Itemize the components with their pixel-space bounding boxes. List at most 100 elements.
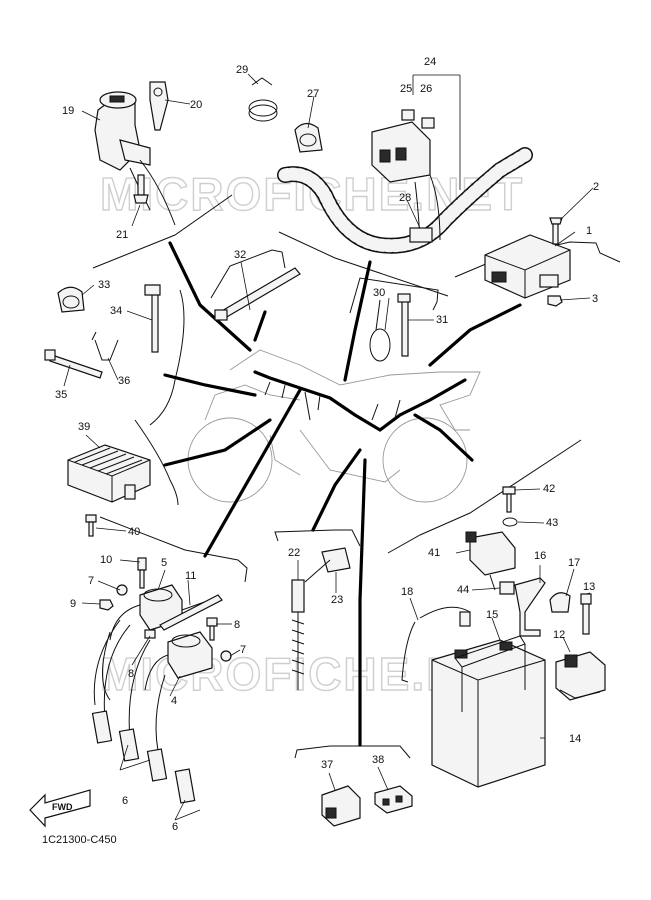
label-part-4: 4 [171, 695, 177, 707]
fuse-box [371, 121, 431, 183]
label-part-28: 28 [399, 192, 411, 204]
cable-tie-30 [369, 299, 391, 362]
clamp-27 [294, 122, 323, 153]
label-part-21: 21 [116, 229, 128, 241]
spark-plug-leads [93, 619, 166, 761]
frame-bracket-group [149, 289, 185, 426]
part-labels: 1 2 3 4 5 6 6 7 7 8 8 9 10 11 12 13 14 1… [55, 56, 599, 833]
label-part-20: 20 [190, 99, 202, 111]
frame-tie-group [349, 277, 439, 314]
label-part-31: 31 [436, 314, 448, 326]
relay-37 [321, 785, 361, 827]
band-34 [144, 284, 161, 353]
frame-coil-group [99, 516, 248, 583]
bolt-21 [133, 174, 149, 204]
label-part-26: 26 [420, 83, 432, 95]
label-part-30: 30 [373, 287, 385, 299]
plug-cap [91, 710, 196, 804]
label-part-7b: 7 [240, 644, 246, 656]
label-part-36: 36 [118, 375, 130, 387]
label-part-44: 44 [457, 584, 469, 596]
ignition-coil-4 [144, 631, 213, 691]
label-part-32: 32 [234, 249, 246, 261]
battery-lead-18 [401, 606, 471, 683]
label-part-11: 11 [185, 570, 196, 582]
forward-arrow-icon: FWD [29, 789, 91, 828]
frame-switch-group [274, 529, 361, 547]
label-part-19: 19 [62, 105, 74, 117]
band-31 [397, 293, 411, 357]
label-part-24: 24 [424, 56, 436, 68]
frame-clamp-group [210, 249, 286, 299]
label-part-23: 23 [331, 594, 343, 606]
screw-2 [549, 217, 563, 245]
label-part-10: 10 [100, 554, 112, 566]
rectifier-regulator [67, 444, 151, 503]
label-part-6b: 6 [172, 821, 178, 833]
label-part-1: 1 [586, 225, 592, 237]
battery-14 [431, 639, 546, 788]
bolt-8a [206, 617, 218, 641]
bracket-23 [304, 547, 351, 583]
label-part-25: 25 [400, 83, 412, 95]
label-part-37: 37 [321, 759, 333, 771]
clip-29 [248, 77, 278, 122]
label-part-6a: 6 [122, 795, 128, 807]
label-part-7a: 7 [88, 575, 94, 587]
collar-7b [220, 650, 232, 662]
label-part-13: 13 [583, 581, 595, 593]
frame-battery-group [387, 439, 582, 554]
label-part-34: 34 [110, 305, 122, 317]
holder-36 [91, 331, 119, 361]
bolt-8b [144, 629, 156, 639]
relay-38 [374, 785, 413, 814]
frame-rectifier-group [134, 419, 179, 506]
collar-7a [116, 584, 128, 596]
label-part-14: 14 [569, 733, 581, 745]
label-part-18: 18 [401, 586, 413, 598]
label-part-27: 27 [307, 88, 319, 100]
label-part-38: 38 [372, 754, 384, 766]
main-wire-harness [253, 370, 467, 432]
band-16 [514, 577, 546, 637]
label-part-3: 3 [592, 293, 598, 305]
clip-28 [409, 227, 433, 243]
nut-9 [99, 599, 114, 611]
fuse-25 [401, 109, 415, 121]
nut-44 [499, 581, 515, 595]
bolt-40 [85, 514, 97, 537]
label-part-8b: 8 [128, 668, 134, 680]
label-part-15: 15 [486, 609, 498, 621]
frame-ignition-group [92, 194, 233, 269]
label-part-39: 39 [78, 421, 90, 433]
clamp-33 [57, 286, 85, 313]
label-part-41: 41 [428, 547, 440, 559]
sensor-41 [465, 531, 516, 591]
label-part-35: 35 [55, 389, 67, 401]
nut-3 [547, 295, 563, 307]
clamp-17 [549, 592, 571, 613]
bolt-10 [137, 557, 147, 589]
bracket-11 [159, 594, 223, 631]
frame-relay-group [294, 745, 411, 759]
label-part-8a: 8 [234, 619, 240, 631]
leader-lines [63, 73, 594, 821]
label-part-22: 22 [288, 547, 300, 559]
ecu-unit [484, 234, 571, 299]
forward-label: FWD [52, 802, 73, 812]
band-35 [44, 349, 103, 379]
label-part-16: 16 [534, 550, 546, 562]
bolt-13 [580, 593, 592, 635]
battery-band-15 [454, 635, 526, 712]
label-part-42: 42 [543, 483, 555, 495]
label-part-40: 40 [128, 526, 140, 538]
label-part-43: 43 [546, 517, 558, 529]
key [149, 81, 169, 131]
starter-relay-12 [555, 651, 606, 701]
ignition-switch [94, 91, 176, 226]
label-part-9: 9 [70, 598, 76, 610]
washer-43 [502, 517, 518, 527]
label-part-2: 2 [593, 181, 599, 193]
wire-harness-tape [277, 147, 533, 254]
